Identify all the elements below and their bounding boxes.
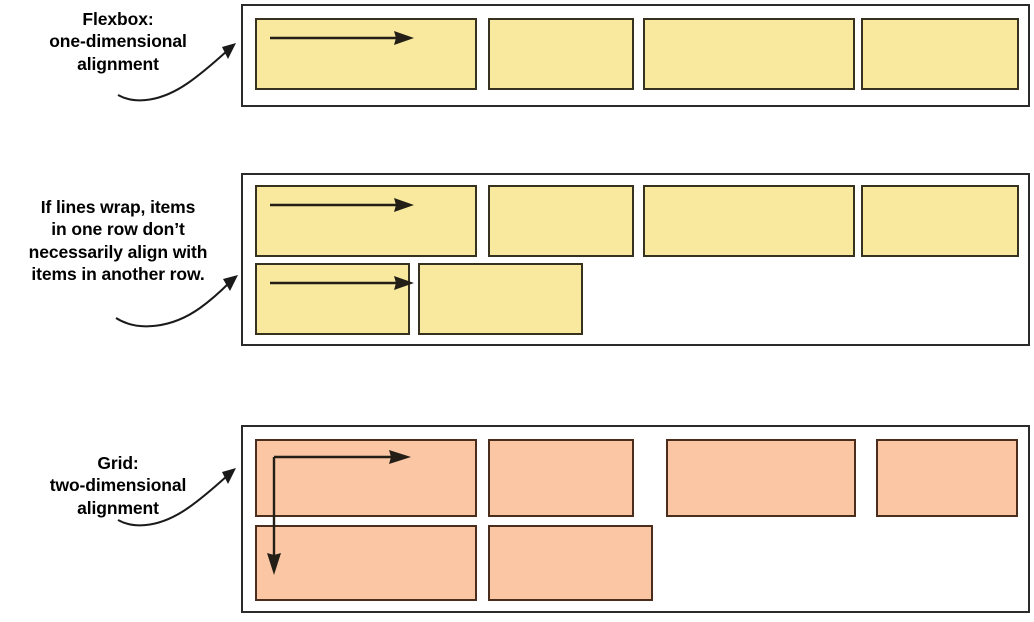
panel-grid-two-dimensional [241, 425, 1030, 613]
flex-item [643, 185, 855, 257]
flex-item [255, 18, 477, 90]
grid-item [488, 439, 634, 517]
grid-item [488, 525, 653, 601]
flex-item [643, 18, 855, 90]
flex-item [255, 185, 477, 257]
flex-item [861, 185, 1019, 257]
flex-item [861, 18, 1019, 90]
caption-grid: Grid: two-dimensional alignment [49, 453, 187, 518]
caption-flexbox: Flexbox: one-dimensional alignment [49, 9, 187, 74]
panel-flexbox-wrapped [241, 173, 1030, 346]
flex-item [488, 185, 634, 257]
grid-item [255, 439, 477, 517]
grid-item [255, 525, 477, 601]
flex-item [255, 263, 410, 335]
flex-item [488, 18, 634, 90]
flex-item [418, 263, 583, 335]
panel-flexbox-single-row [241, 4, 1030, 107]
grid-item [666, 439, 856, 517]
grid-item [876, 439, 1018, 517]
caption-wrap-note: If lines wrap, items in one row don’t ne… [28, 197, 208, 285]
